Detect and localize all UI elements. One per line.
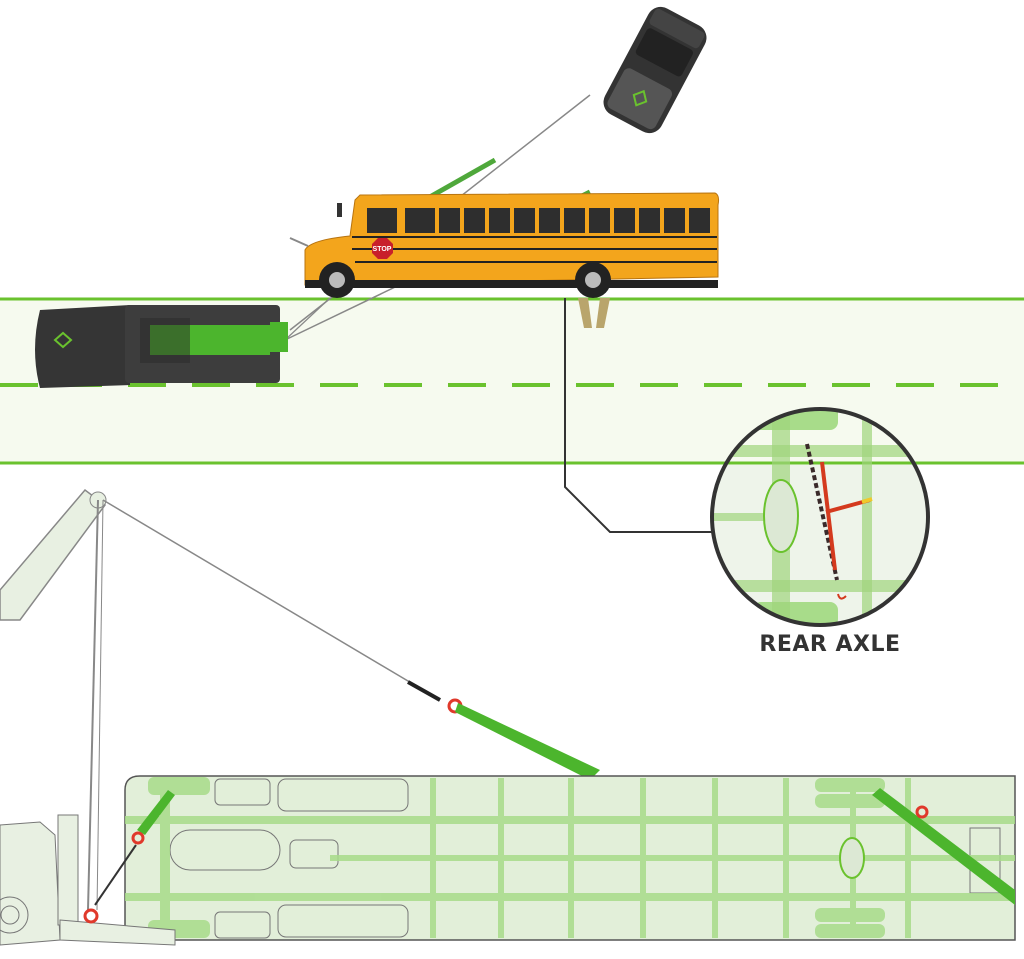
tow-boom — [0, 488, 600, 911]
tow-truck — [35, 305, 288, 388]
stop-sign — [372, 238, 393, 259]
school-bus — [289, 192, 720, 328]
inset-leader-line — [564, 298, 712, 533]
pickup-truck — [603, 6, 707, 134]
bus-chassis — [94, 775, 1016, 941]
stop-sign-label: STOP — [373, 246, 392, 253]
tow-truck-rear — [0, 814, 176, 946]
rear-axle-caption: REAR AXLE — [759, 632, 901, 657]
rear-axle-inset — [710, 407, 930, 627]
